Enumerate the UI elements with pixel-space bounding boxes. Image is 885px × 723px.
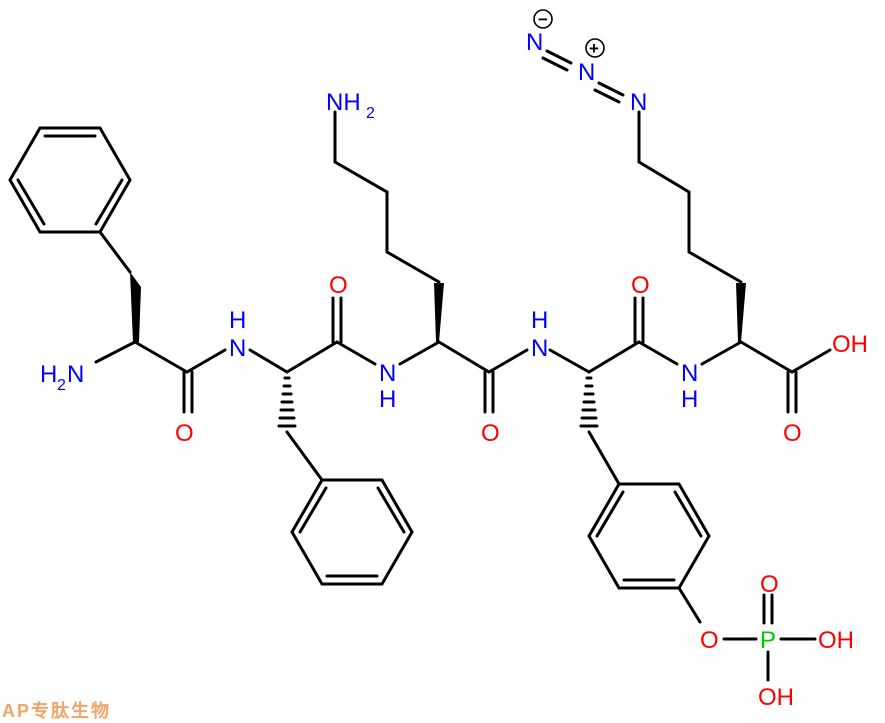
amide-h-2: H <box>379 386 396 413</box>
bond <box>487 348 529 374</box>
phe1-ring-ch2-bond <box>98 230 132 274</box>
azide-double-bond <box>541 56 569 72</box>
n-terminus-label: H 2 N <box>40 361 84 394</box>
tyr4-ch2-ring-bond <box>587 430 621 486</box>
phe2-hashed-bond <box>277 376 297 428</box>
carbonyl-oxygen-3: O <box>481 420 500 447</box>
carbonyl-oxygen-4: O <box>631 272 650 299</box>
bond <box>739 340 794 374</box>
phosphate-oxo: O <box>760 571 779 598</box>
lys3-nh: NH <box>326 89 361 116</box>
cooh-carbonyl-oxygen: O <box>783 420 802 447</box>
tyr4-hashed-bond <box>579 376 599 428</box>
lys3-nh2-label: NH 2 <box>326 89 375 122</box>
phosphate-group: O P O OH OH <box>700 571 854 711</box>
bond <box>700 340 743 366</box>
cooh-oh-bond <box>790 348 832 374</box>
azide-group: N N N + − <box>526 9 647 116</box>
nterm-bond <box>94 340 137 364</box>
nterm-h: H <box>40 361 57 388</box>
nterm-sub: 2 <box>57 377 66 394</box>
lys5-side-chain <box>637 110 743 284</box>
negative-charge-icon <box>533 9 553 29</box>
watermark-logo: AP专肽生物 <box>2 701 112 721</box>
amide-h-3: H <box>531 307 548 334</box>
bond <box>185 348 227 374</box>
amide-n-4: N <box>681 360 698 387</box>
bond <box>548 348 591 374</box>
cooh-oh: OH <box>832 331 868 358</box>
amide-n-2: N <box>379 360 396 387</box>
bond <box>248 348 289 374</box>
minus-sign: − <box>538 10 548 29</box>
azide-n1: N <box>526 29 543 56</box>
phosphorus: P <box>760 627 776 654</box>
tyr4-benzene-ring <box>587 482 711 590</box>
amide-h-4: H <box>681 386 698 413</box>
lys3-wedge-bond <box>434 283 444 342</box>
phosphate-oh-right: OH <box>818 627 854 654</box>
azide-n3: N <box>630 89 647 116</box>
bond <box>637 340 679 366</box>
bond <box>587 340 641 374</box>
lys5-wedge-bond <box>736 283 746 342</box>
amide-n-1: N <box>229 335 246 362</box>
phosphate-oh-bottom: OH <box>758 684 794 711</box>
bond <box>285 340 339 374</box>
plus-sign: + <box>589 39 599 58</box>
amide-h-1: H <box>229 307 246 334</box>
tyr4-ring-o-bond <box>677 586 702 624</box>
azide-double-bond <box>597 81 625 97</box>
phe1-benzene-ring <box>8 126 132 234</box>
bond <box>335 340 377 366</box>
carbonyl-oxygen-1: O <box>175 420 194 447</box>
azide-double-bond <box>593 88 621 104</box>
azide-double-bond <box>545 49 573 65</box>
bond <box>398 340 441 366</box>
phe2-benzene-ring <box>290 478 414 586</box>
bond <box>133 340 189 374</box>
lys3-side-chain <box>333 110 441 284</box>
nterm-n: N <box>67 361 84 388</box>
positive-charge-icon <box>585 38 605 58</box>
azide-n2: N <box>578 59 595 86</box>
phe2-ch2-ring-bond <box>285 430 324 482</box>
carbonyl-oxygen-2: O <box>329 272 348 299</box>
phe1-wedge-bond <box>130 272 141 342</box>
amide-n-3: N <box>531 335 548 362</box>
phosphate-ester-o: O <box>700 627 719 654</box>
bond <box>437 340 491 374</box>
lys3-nh2-sub: 2 <box>366 105 375 122</box>
